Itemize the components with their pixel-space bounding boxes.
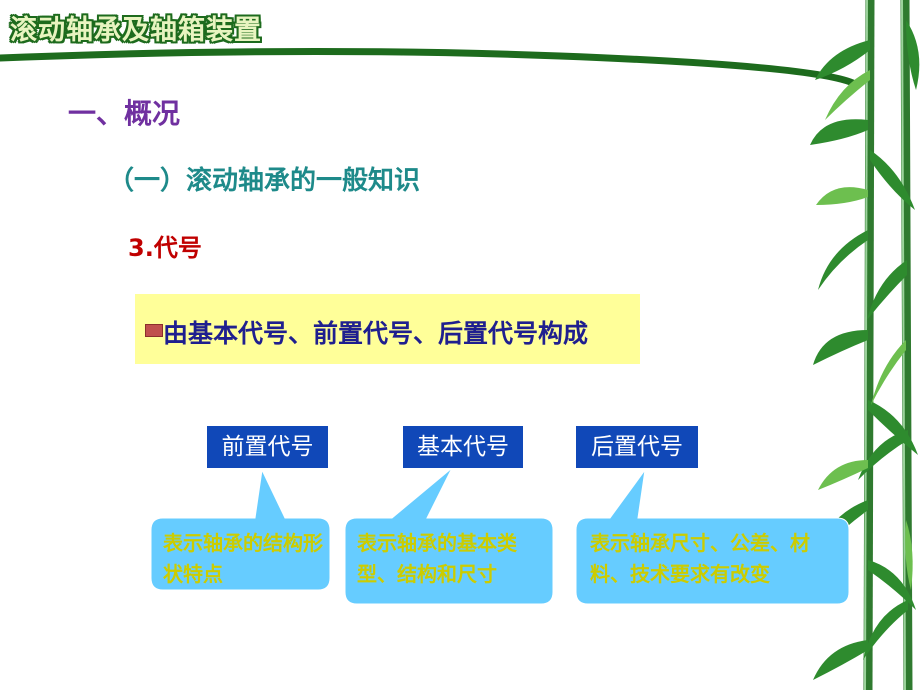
header-underline: [0, 47, 859, 88]
callout-text-suffix: 表示轴承尺寸、公差、材料、技术要求有改变: [590, 531, 810, 586]
callout-bubble-2: [344, 467, 554, 605]
info-text: 由基本代号、前置代号、后置代号构成: [163, 319, 589, 348]
slide-title: 滚动轴承及轴箱装置: [10, 15, 262, 46]
info-box: 由基本代号、前置代号、后置代号构成: [135, 294, 640, 364]
section-heading: 一、概况: [68, 97, 181, 130]
subsection-heading: （一）滚动轴承的一般知识: [108, 166, 421, 196]
code-box-suffix: 后置代号: [576, 426, 698, 468]
bullet-icon: [145, 324, 163, 337]
callout-bubble-1: [150, 468, 331, 591]
callout-text-prefix: 表示轴承的结构形状特点: [163, 531, 323, 586]
topic-heading: 3.代号: [128, 234, 202, 262]
callout-bubble-3: [575, 469, 850, 605]
code-box-prefix: 前置代号: [207, 426, 328, 468]
code-box-basic: 基本代号: [403, 426, 523, 468]
callout-text-basic: 表示轴承的基本类型、结构和尺寸: [357, 531, 517, 586]
